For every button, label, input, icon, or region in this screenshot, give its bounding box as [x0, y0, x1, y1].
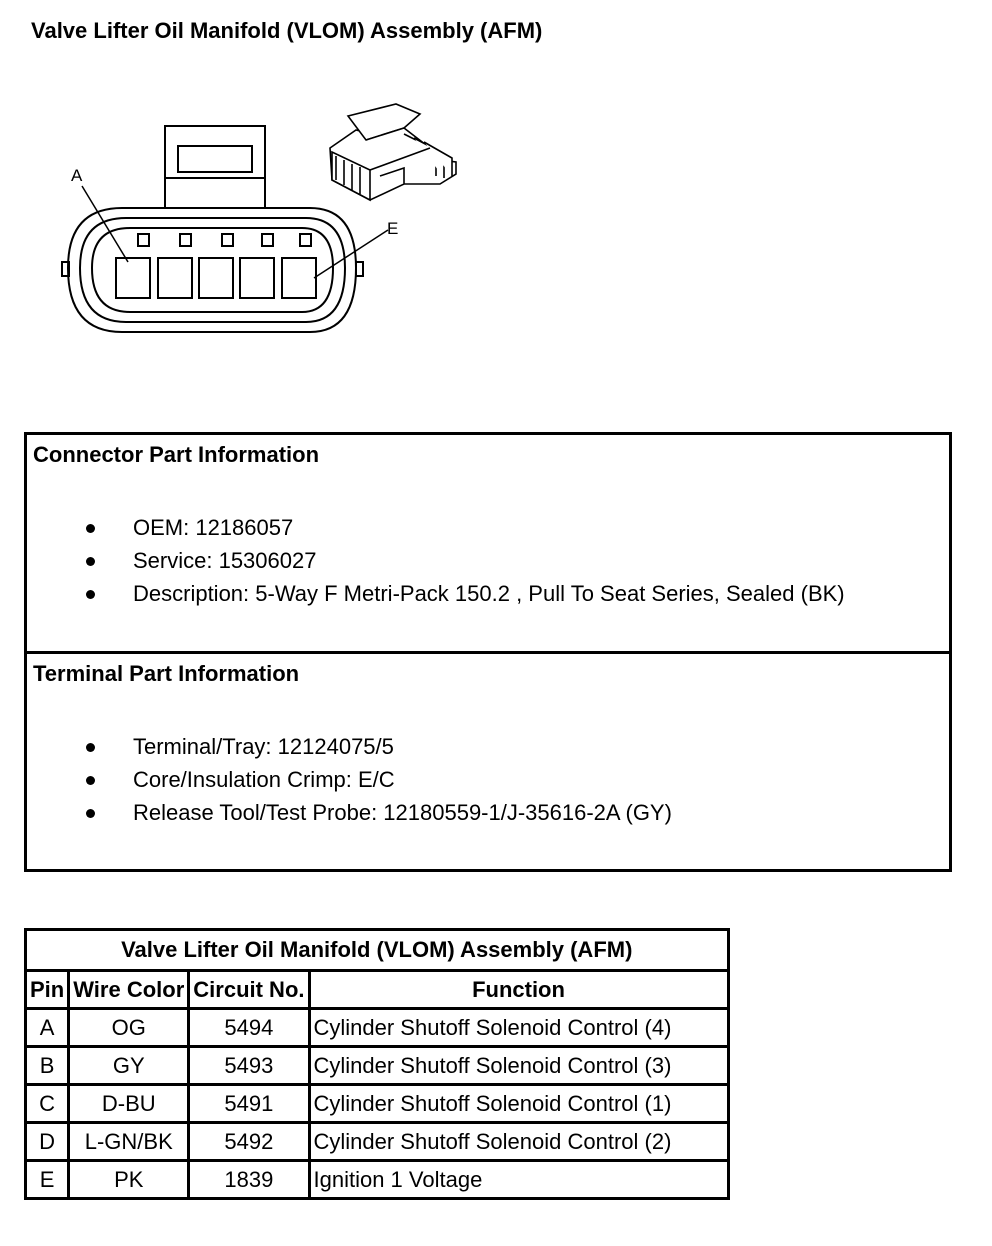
bullet-icon	[86, 776, 95, 785]
pin-a-label: A	[71, 166, 83, 185]
wire-color-cell: GY	[67, 1045, 191, 1086]
part-info-box: Connector Part Information OEM: 12186057…	[24, 432, 952, 872]
column-header-circuit-no: Circuit No.	[187, 969, 311, 1010]
circuit-cell: 5492	[187, 1121, 311, 1162]
pin-cell: E	[23, 1159, 71, 1200]
function-cell: Cylinder Shutoff Solenoid Control (3)	[307, 1045, 730, 1086]
bullet-icon	[86, 809, 95, 818]
column-header-function: Function	[307, 969, 730, 1010]
circuit-cell: 5494	[187, 1007, 311, 1048]
table-row: E PK 1839 Ignition 1 Voltage	[23, 1159, 730, 1200]
column-header-wire-color: Wire Color	[67, 969, 191, 1010]
terminal-part-info: Terminal Part Information Terminal/Tray:…	[27, 654, 949, 869]
function-cell: Ignition 1 Voltage	[307, 1159, 730, 1200]
list-item-text: Terminal/Tray: 12124075/5	[133, 734, 394, 759]
wire-color-cell: L-GN/BK	[67, 1121, 191, 1162]
circuit-cell: 1839	[187, 1159, 311, 1200]
bullet-icon	[86, 590, 95, 599]
bullet-icon	[86, 557, 95, 566]
table-caption: Valve Lifter Oil Manifold (VLOM) Assembl…	[24, 928, 730, 972]
connector-front-view	[61, 125, 389, 333]
connector-diagram: A E	[61, 103, 457, 333]
table-row: B GY 5493 Cylinder Shutoff Solenoid Cont…	[23, 1045, 730, 1086]
circuit-cell: 5493	[187, 1045, 311, 1086]
list-item-text: Service: 15306027	[133, 548, 317, 573]
table-row: C D-BU 5491 Cylinder Shutoff Solenoid Co…	[23, 1083, 730, 1124]
pin-cell: B	[23, 1045, 71, 1086]
terminal-info-heading: Terminal Part Information	[33, 661, 300, 686]
connector-part-info: Connector Part Information OEM: 12186057…	[27, 435, 949, 654]
function-cell: Cylinder Shutoff Solenoid Control (2)	[307, 1121, 730, 1162]
list-item-text: OEM: 12186057	[133, 515, 294, 540]
wire-color-cell: D-BU	[67, 1083, 191, 1124]
wire-color-cell: PK	[67, 1159, 191, 1200]
function-cell: Cylinder Shutoff Solenoid Control (1)	[307, 1083, 730, 1124]
column-header-pin: Pin	[23, 969, 71, 1010]
table-row: A OG 5494 Cylinder Shutoff Solenoid Cont…	[23, 1007, 730, 1048]
pinout-table: Valve Lifter Oil Manifold (VLOM) Assembl…	[23, 928, 730, 1200]
page-title: Valve Lifter Oil Manifold (VLOM) Assembl…	[31, 18, 543, 43]
list-item-text: Release Tool/Test Probe: 12180559-1/J-35…	[133, 800, 672, 825]
table-row: D L-GN/BK 5492 Cylinder Shutoff Solenoid…	[23, 1121, 730, 1162]
pin-cell: A	[23, 1007, 71, 1048]
connector-info-heading: Connector Part Information	[33, 442, 320, 467]
wire-color-cell: OG	[67, 1007, 191, 1048]
list-item-text: Core/Insulation Crimp: E/C	[133, 767, 395, 792]
circuit-cell: 5491	[187, 1083, 311, 1124]
table-caption-row: Valve Lifter Oil Manifold (VLOM) Assembl…	[24, 928, 730, 972]
pin-e-label: E	[387, 219, 398, 238]
connector-iso-view	[329, 103, 457, 202]
pin-cell: D	[23, 1121, 71, 1162]
bullet-icon	[86, 743, 95, 752]
table-header-row: Pin Wire Color Circuit No. Function	[23, 969, 730, 1010]
function-cell: Cylinder Shutoff Solenoid Control (4)	[307, 1007, 730, 1048]
bullet-icon	[86, 524, 95, 533]
pin-cell: C	[23, 1083, 71, 1124]
list-item-text: Description: 5-Way F Metri-Pack 150.2 , …	[133, 581, 845, 606]
